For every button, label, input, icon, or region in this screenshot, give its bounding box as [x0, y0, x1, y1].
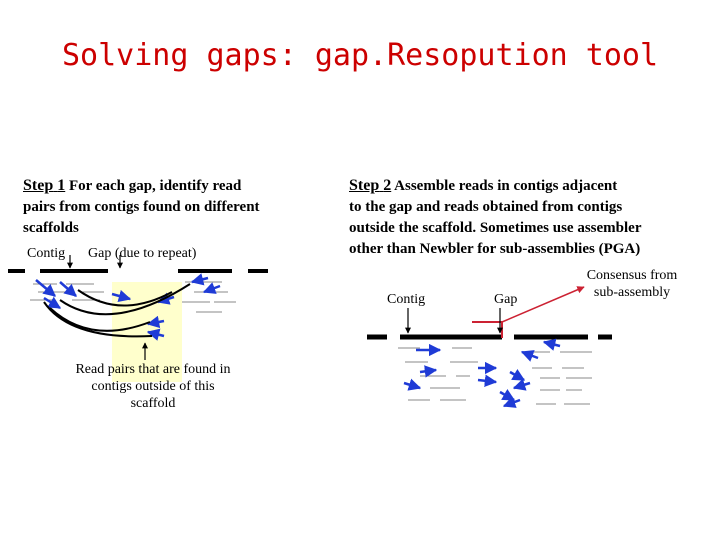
right-read-arrows	[403, 338, 561, 408]
step-2-line-2: to the gap and reads obtained from conti…	[349, 199, 623, 215]
step-2-line-4: other than Newbler for sub-assemblies (P…	[349, 241, 641, 257]
step-2-line-3: outside the scaffold. Sometimes use asse…	[349, 220, 642, 236]
slide-title: Solving gaps: gap.Resopution tool	[61, 38, 659, 73]
step-2-label: Step 2	[349, 177, 392, 194]
left-gap-label: Gap (due to repeat)	[88, 246, 197, 261]
right-contig-label: Contig	[387, 292, 426, 307]
consensus-pointer	[501, 286, 585, 323]
right-gap-label: Gap	[494, 292, 518, 307]
read-pairs-caption: Read pairs that are found in contigs out…	[75, 362, 231, 411]
step-1-line-1: For each gap, identify read	[68, 178, 242, 194]
step-1-label: Step 1	[23, 177, 66, 194]
step-1-line-2: pairs from contigs found on different	[23, 199, 260, 215]
step-2-text: Step 2 Assemble reads in contigs adjacen…	[349, 175, 709, 260]
left-read-arrows	[35, 273, 221, 341]
step-1-line-3: scaffolds	[23, 220, 79, 236]
step-1-text: Step 1 For each gap, identify read pairs…	[23, 175, 313, 239]
left-contig-label: Contig	[27, 246, 66, 261]
step-2-line-1: Assemble reads in contigs adjacent	[394, 178, 618, 194]
left-pair-arcs	[43, 283, 191, 338]
consensus-label: Consensus from sub-assembly	[586, 268, 678, 300]
right-faint-reads	[398, 347, 592, 405]
